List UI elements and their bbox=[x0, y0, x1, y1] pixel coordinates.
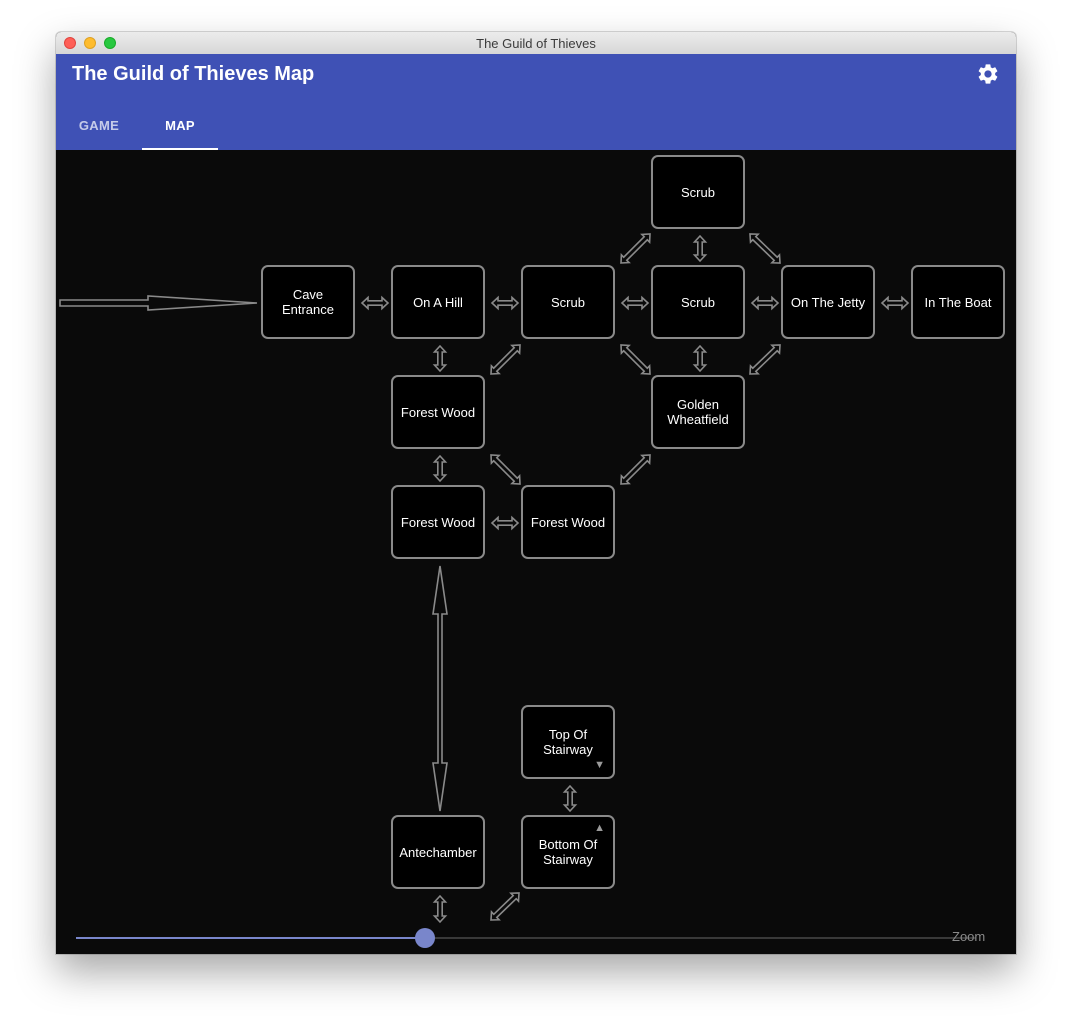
window-titlebar[interactable]: The Guild of Thieves bbox=[56, 32, 1016, 55]
connector-stairway bbox=[562, 784, 578, 813]
room-label: In The Boat bbox=[924, 294, 992, 310]
connector-forest-forest bbox=[432, 454, 448, 483]
room-cave-entrance[interactable]: Cave Entrance bbox=[261, 265, 355, 339]
room-label: Golden Wheatfield bbox=[667, 397, 729, 427]
room-antechamber[interactable]: Antechamber bbox=[391, 815, 485, 889]
connector-bottom-stairway-sw bbox=[490, 892, 520, 921]
window-title: The Guild of Thieves bbox=[476, 36, 596, 51]
room-on-a-hill[interactable]: On A Hill bbox=[391, 265, 485, 339]
room-label: Top Of Stairway bbox=[543, 727, 593, 757]
minimize-window-button[interactable] bbox=[84, 37, 96, 49]
down-exit-icon: ▼ bbox=[594, 759, 605, 771]
room-in-the-boat[interactable]: In The Boat bbox=[911, 265, 1005, 339]
map-canvas[interactable]: Scrub Cave Entrance On A Hill Scrub Scru… bbox=[56, 150, 1016, 954]
room-label: Scrub bbox=[681, 294, 715, 310]
connector-cave-hill bbox=[360, 295, 390, 311]
room-label: Bottom Of Stairway bbox=[538, 837, 598, 867]
room-label: On The Jetty bbox=[790, 294, 866, 310]
connector-forest-scrub-west bbox=[490, 344, 521, 375]
connector-scrub-west-wheatfield bbox=[620, 344, 651, 375]
room-label: On A Hill bbox=[413, 294, 463, 310]
connector-entry-cave bbox=[59, 295, 258, 311]
maximize-window-button[interactable] bbox=[104, 37, 116, 49]
app-title: The Guild of Thieves Map bbox=[72, 63, 315, 85]
room-bottom-of-stairway[interactable]: Bottom Of Stairway ▲ bbox=[521, 815, 615, 889]
room-golden-wheatfield[interactable]: Golden Wheatfield bbox=[651, 375, 745, 449]
connector-hill-forest bbox=[432, 344, 448, 373]
connector-hill-scrub bbox=[490, 295, 520, 311]
connector-antechamber-south bbox=[432, 894, 448, 924]
connector-forest-forest-east-diag bbox=[490, 454, 521, 485]
connector-scrub-north-jetty bbox=[749, 233, 781, 264]
tab-selected-indicator bbox=[142, 148, 218, 150]
connector-scrub-jetty bbox=[750, 295, 780, 311]
connector-forest-forest-east bbox=[490, 515, 520, 531]
room-forest-wood-lower[interactable]: Forest Wood bbox=[391, 485, 485, 559]
connector-forest-east-wheatfield bbox=[620, 454, 651, 485]
tab-game[interactable]: GAME bbox=[78, 118, 120, 133]
connector-forest-antechamber bbox=[432, 565, 448, 812]
app-window: The Guild of Thieves The Guild of Thieve… bbox=[56, 32, 1016, 954]
connector-scrub-north-center bbox=[692, 234, 708, 263]
room-forest-wood-east[interactable]: Forest Wood bbox=[521, 485, 615, 559]
connector-jetty-boat bbox=[880, 295, 910, 311]
up-exit-icon: ▲ bbox=[594, 822, 605, 834]
zoom-label: Zoom bbox=[952, 929, 986, 944]
room-label: Forest Wood bbox=[530, 514, 606, 530]
zoom-slider-fill bbox=[76, 937, 426, 939]
room-label: Scrub bbox=[551, 294, 585, 310]
map-connectors bbox=[59, 233, 910, 924]
room-label: Cave Entrance bbox=[281, 287, 335, 317]
room-forest-wood-upper[interactable]: Forest Wood bbox=[391, 375, 485, 449]
room-label: Antechamber bbox=[399, 844, 477, 860]
connector-scrub-wheatfield bbox=[692, 344, 708, 373]
room-top-of-stairway[interactable]: Top Of Stairway▼ bbox=[521, 705, 615, 779]
room-label: Forest Wood bbox=[400, 514, 476, 530]
tab-map[interactable]: MAP bbox=[165, 118, 195, 133]
app-bar: The Guild of Thieves Map GAME MAP bbox=[56, 54, 1016, 150]
room-scrub-west[interactable]: Scrub bbox=[521, 265, 615, 339]
connector-scrub-west-north bbox=[620, 233, 651, 264]
room-on-the-jetty[interactable]: On The Jetty bbox=[781, 265, 875, 339]
room-label: Forest Wood bbox=[400, 404, 476, 420]
connector-scrub-scrub bbox=[620, 295, 650, 311]
connector-wheatfield-jetty bbox=[749, 344, 781, 375]
room-scrub-center[interactable]: Scrub bbox=[651, 265, 745, 339]
zoom-slider-thumb[interactable] bbox=[415, 928, 436, 948]
gear-icon[interactable] bbox=[976, 62, 1000, 86]
room-scrub-north[interactable]: Scrub bbox=[651, 155, 745, 229]
close-window-button[interactable] bbox=[64, 37, 76, 49]
zoom-slider[interactable] bbox=[76, 928, 976, 948]
room-label: Scrub bbox=[681, 184, 715, 200]
